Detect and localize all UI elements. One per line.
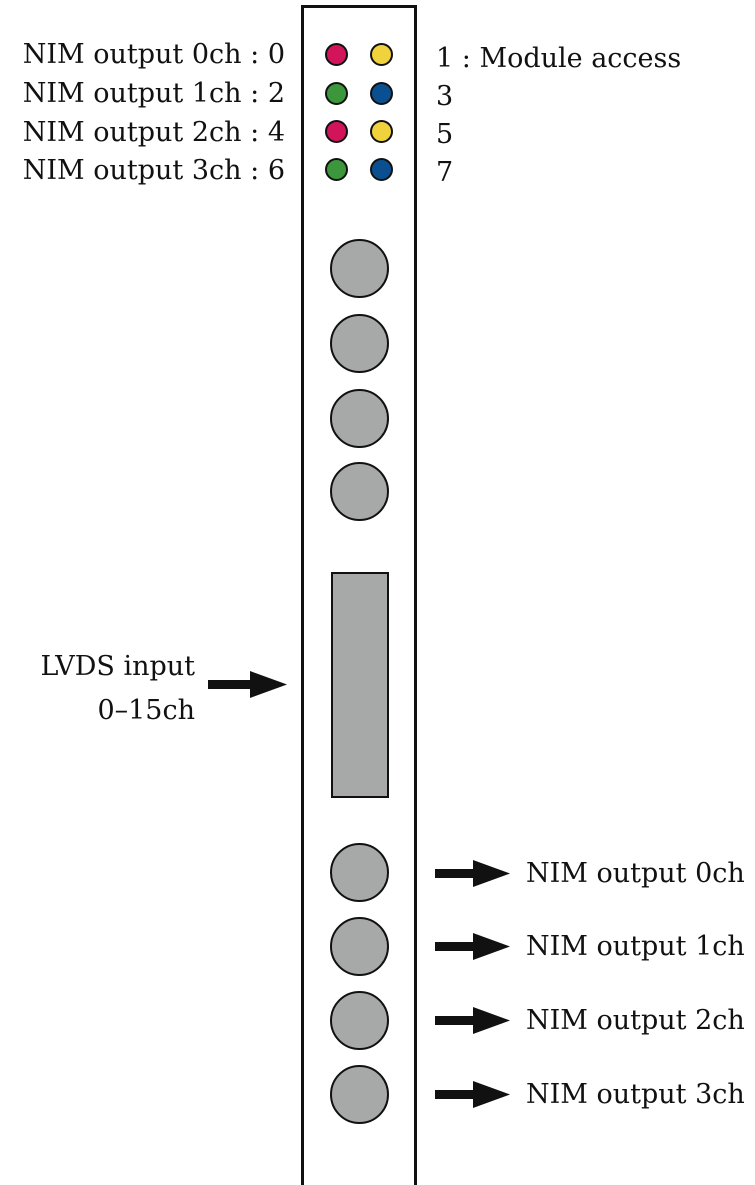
led-label-left-2: NIM output 2ch : 4 [22, 117, 285, 148]
nim-output-arrow-icon-3 [435, 1081, 510, 1108]
nim-output-arrow-icon-2 [435, 1007, 510, 1034]
led-label-left-0: NIM output 0ch : 0 [22, 39, 285, 70]
led-4-magenta [325, 120, 348, 143]
led-2-green [325, 82, 348, 105]
lvds-label-line1: LVDS input [40, 651, 196, 682]
led-5-yellow [370, 120, 393, 143]
nim-output-arrow-icon-1 [435, 933, 510, 960]
led-label-left-1: NIM output 1ch : 2 [22, 78, 285, 109]
nim-output-arrow-icon-0 [435, 860, 510, 887]
led-6-green [325, 158, 348, 181]
led-label-right-2: 5 [436, 119, 454, 150]
led-1-yellow [370, 43, 393, 66]
nim-output-jack-1 [330, 917, 389, 976]
led-7-blue [370, 158, 393, 181]
lemo-connector-upper-1 [330, 314, 389, 373]
nim-output-jack-3 [330, 1065, 389, 1124]
led-label-right-1: 3 [436, 81, 454, 112]
nim-output-label-3: NIM output 3ch [526, 1079, 745, 1110]
lemo-connector-upper-2 [330, 389, 389, 448]
lvds-label-line2: 0–15ch [97, 695, 195, 726]
nim-output-label-0: NIM output 0ch [526, 858, 745, 889]
lvds-input-arrow-icon [208, 671, 287, 698]
nim-output-label-1: NIM output 1ch [526, 931, 745, 962]
nim-output-label-2: NIM output 2ch [526, 1005, 745, 1036]
lvds-connector [331, 572, 389, 798]
lemo-connector-upper-0 [330, 239, 389, 298]
led-label-right-3: 7 [436, 157, 454, 188]
led-label-left-3: NIM output 3ch : 6 [22, 155, 285, 186]
nim-output-jack-2 [330, 991, 389, 1050]
led-label-right-0: 1 : Module access [436, 43, 682, 74]
lemo-connector-upper-3 [330, 462, 389, 521]
led-0-magenta [325, 43, 348, 66]
led-3-blue [370, 82, 393, 105]
nim-output-jack-0 [330, 843, 389, 902]
